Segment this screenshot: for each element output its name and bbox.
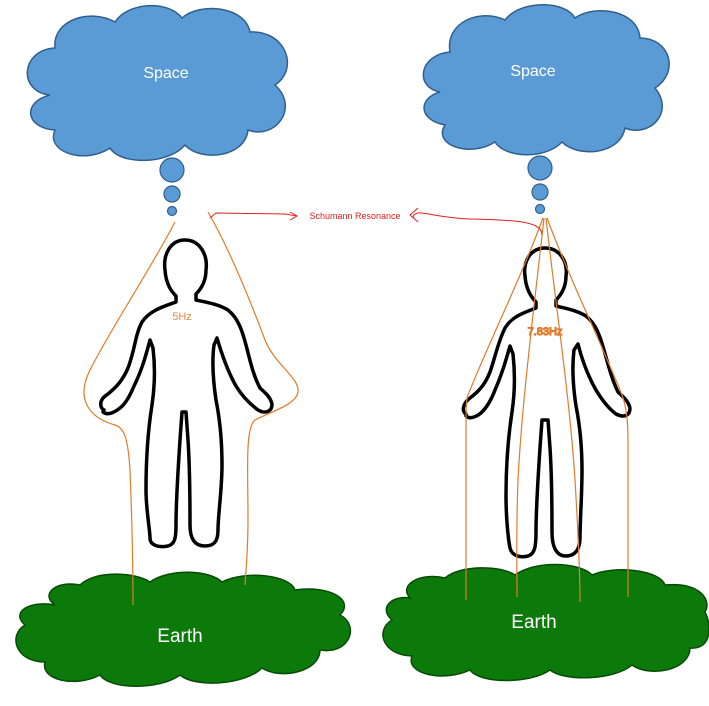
earth-cloud-right: Earth — [383, 564, 709, 680]
earth-cloud-left: Earth — [16, 572, 350, 686]
thought-bubbles-left — [160, 158, 184, 216]
space-cloud-left: Space — [27, 6, 287, 161]
thought-bubble-small — [168, 207, 177, 216]
frequency-label-left: 5Hz — [172, 311, 192, 323]
thought-bubble-small — [536, 205, 545, 214]
thought-bubble-medium — [532, 184, 548, 200]
earth-label-left: Earth — [157, 626, 202, 647]
space-label-right: Space — [510, 63, 555, 80]
thought-bubble-medium — [164, 186, 180, 202]
thought-bubble-large — [160, 158, 184, 182]
frequency-label-right: 7.83Hz — [528, 326, 563, 338]
thought-bubble-large — [528, 156, 552, 180]
resonance-arrow-right — [413, 213, 542, 235]
earth-label-right: Earth — [511, 612, 556, 633]
human-figure-left: 5Hz — [101, 240, 272, 547]
space-label-left: Space — [143, 65, 188, 82]
resonance-annotation: Schumann Resonance — [210, 208, 542, 235]
human-figure-right — [463, 248, 630, 557]
space-cloud-right: Space — [423, 5, 669, 155]
thought-bubbles-right — [528, 156, 552, 214]
resonance-arrow-left — [210, 213, 297, 218]
schumann-resonance-label: Schumann Resonance — [309, 211, 400, 221]
